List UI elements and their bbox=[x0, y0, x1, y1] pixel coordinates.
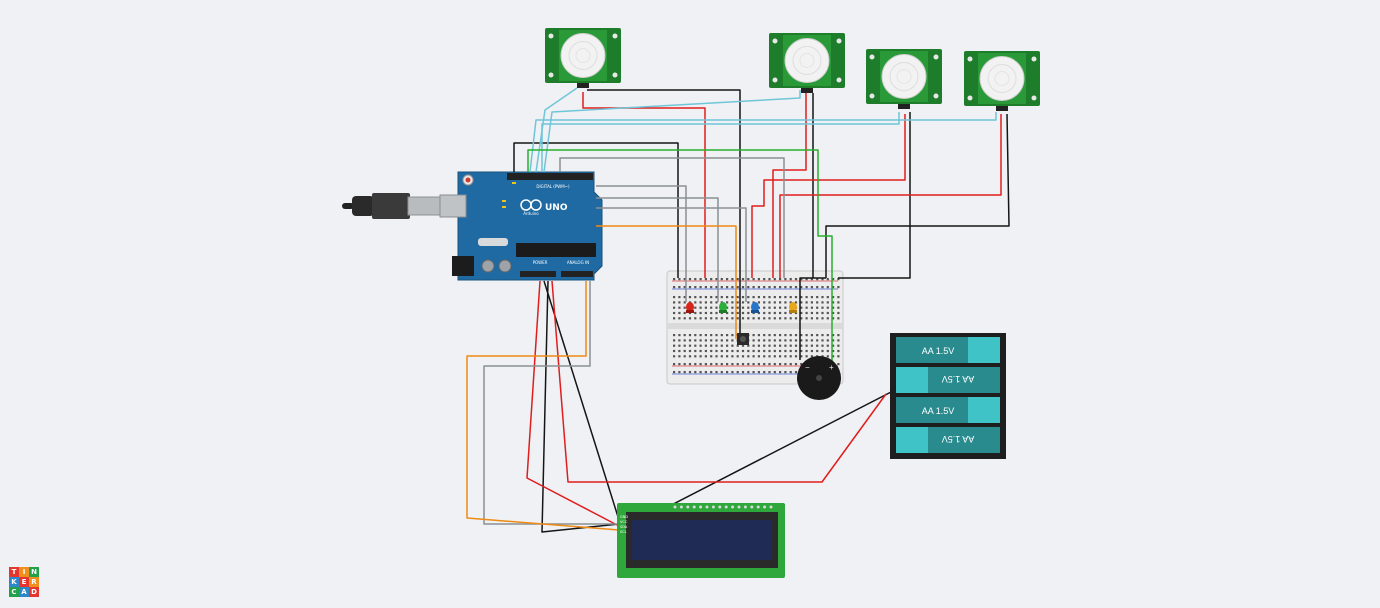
battery-cell: AA 1.5V bbox=[896, 427, 1000, 453]
wire-black bbox=[513, 142, 679, 278]
pir-sensor[interactable] bbox=[769, 33, 845, 93]
battery-pack[interactable]: AA 1.5V AA 1.5V AA 1.5V AA 1.5V bbox=[890, 333, 1006, 459]
svg-text:SDA: SDA bbox=[620, 525, 628, 529]
wire-red bbox=[751, 114, 906, 278]
pir-dome bbox=[560, 33, 606, 78]
logo-letter: C bbox=[9, 587, 19, 597]
logo-letter: E bbox=[19, 577, 29, 587]
board-model: UNO bbox=[545, 203, 568, 213]
logo-letter: T bbox=[9, 567, 19, 577]
status-leds bbox=[502, 182, 516, 208]
breadboard-holes bbox=[673, 278, 840, 374]
power-header-label: POWER bbox=[533, 260, 548, 265]
arduino-uno[interactable]: DIGITAL (PWM~) POWER ANALOG IN UNO Ardui… bbox=[342, 171, 603, 281]
board-name: Arduino bbox=[523, 211, 539, 216]
pir-sensor[interactable] bbox=[964, 51, 1040, 111]
svg-text:GND: GND bbox=[620, 515, 628, 519]
wire-red bbox=[551, 280, 887, 483]
buzzer-minus-label: − bbox=[805, 363, 810, 372]
wires[interactable] bbox=[466, 87, 1010, 533]
wire-black bbox=[838, 112, 911, 279]
led-red[interactable] bbox=[686, 302, 694, 313]
svg-text:AA 1.5V: AA 1.5V bbox=[922, 406, 955, 416]
pir-sensor[interactable] bbox=[545, 28, 621, 88]
wire-black bbox=[825, 113, 1010, 278]
push-button[interactable] bbox=[737, 333, 749, 345]
svg-text:VCC: VCC bbox=[620, 520, 628, 524]
wire-red bbox=[772, 92, 807, 278]
svg-text:AA 1.5V: AA 1.5V bbox=[922, 346, 955, 356]
logo-letter: A bbox=[19, 587, 29, 597]
wire-cyan bbox=[535, 87, 578, 173]
battery-cell: AA 1.5V bbox=[896, 397, 1000, 423]
arduino-logo-icon bbox=[520, 199, 542, 211]
pir-sensor[interactable] bbox=[866, 49, 942, 109]
analog-header[interactable] bbox=[561, 271, 593, 277]
logo-letter: N bbox=[29, 567, 39, 577]
analog-header-label: ANALOG IN bbox=[567, 260, 589, 265]
pir-pins[interactable] bbox=[996, 106, 1008, 111]
wire-orange bbox=[466, 281, 620, 531]
logo-letter: R bbox=[29, 577, 39, 587]
wire-red bbox=[582, 92, 706, 278]
pir-pins[interactable] bbox=[898, 104, 910, 109]
wire-orange bbox=[596, 225, 737, 339]
pir-dome bbox=[784, 38, 830, 83]
wire-red bbox=[526, 280, 620, 527]
lcd-pin-labels: GND VCC SDA SCL bbox=[620, 515, 628, 534]
piezo-buzzer[interactable]: − + bbox=[797, 356, 841, 400]
pir-dome bbox=[881, 54, 927, 99]
wire-green bbox=[527, 149, 833, 365]
led-blue[interactable] bbox=[751, 302, 759, 313]
tinkercad-logo: T I N K E R C A D bbox=[9, 567, 39, 597]
usb-b-port bbox=[439, 194, 467, 218]
logo-letter: K bbox=[9, 577, 19, 587]
lcd-screen bbox=[632, 520, 772, 560]
led-yellow[interactable] bbox=[789, 302, 797, 313]
wire-gray bbox=[596, 207, 747, 302]
wire-cyan bbox=[543, 90, 801, 173]
wire-black bbox=[541, 280, 620, 533]
atmega-chip bbox=[516, 243, 596, 257]
logo-letter: I bbox=[19, 567, 29, 577]
pir-pins[interactable] bbox=[577, 83, 589, 88]
wire-cyan bbox=[541, 112, 900, 172]
svg-text:AA 1.5V: AA 1.5V bbox=[942, 374, 975, 384]
usb-cable-tip bbox=[342, 203, 354, 209]
svg-text:AA 1.5V: AA 1.5V bbox=[942, 434, 975, 444]
wire-black bbox=[543, 280, 620, 521]
wire-black bbox=[799, 277, 826, 360]
wire-red bbox=[779, 114, 1002, 278]
digital-header-label: DIGITAL (PWM~) bbox=[536, 184, 570, 189]
pir-sensors bbox=[545, 28, 1040, 111]
dc-jack bbox=[452, 256, 474, 276]
pir-dome bbox=[979, 56, 1025, 101]
logo-letter: D bbox=[29, 587, 39, 597]
usb-plug[interactable] bbox=[352, 196, 374, 216]
wire-cyan bbox=[529, 112, 997, 173]
led-green[interactable] bbox=[719, 302, 727, 313]
digital-header[interactable] bbox=[507, 173, 593, 180]
pir-pins[interactable] bbox=[801, 88, 813, 93]
wire-gray bbox=[596, 185, 687, 302]
wire-gray bbox=[596, 197, 719, 302]
power-header[interactable] bbox=[520, 271, 556, 277]
wire-gray bbox=[483, 281, 619, 525]
battery-cell: AA 1.5V bbox=[896, 367, 1000, 393]
lcd-16x2[interactable]: GND VCC SDA SCL bbox=[617, 503, 785, 578]
battery-cell: AA 1.5V bbox=[896, 337, 1000, 363]
wire-black bbox=[587, 89, 741, 339]
svg-text:SCL: SCL bbox=[620, 530, 627, 534]
buzzer-plus-label: + bbox=[829, 363, 834, 372]
wire-gray bbox=[559, 157, 785, 278]
breadboard[interactable] bbox=[666, 270, 844, 385]
